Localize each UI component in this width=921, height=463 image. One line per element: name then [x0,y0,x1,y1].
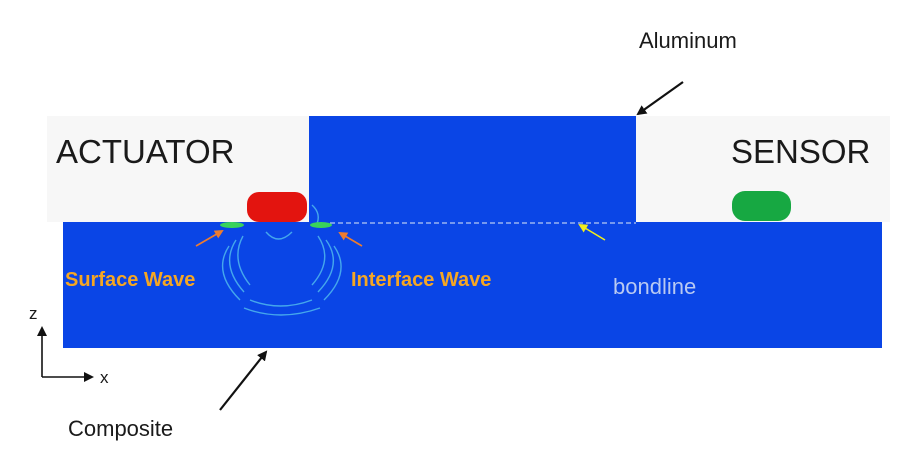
axis-z-label: z [29,304,38,323]
composite-plate [63,222,882,348]
aluminum-arrow [636,81,684,116]
actuator-label: ACTUATOR [56,133,235,170]
sensor-label: SENSOR [731,133,871,170]
interface-wave-label: Interface Wave [351,269,492,291]
bondline-label: bondline [613,274,697,299]
composite-arrow [219,350,268,411]
composite-label: Composite [68,416,174,441]
aluminum-label: Aluminum [639,28,737,53]
axis-x-label: x [100,368,109,387]
surface-wave-label: Surface Wave [65,269,196,291]
axis-indicator [37,326,94,382]
bondline-arrow [578,223,606,241]
sensor-patch [732,191,791,221]
surface-wave-arrow [195,230,224,247]
aluminum-block [309,116,636,223]
interface-wave-arrow [338,231,363,247]
actuator-patch [247,192,307,222]
wave-fronts [220,222,332,228]
